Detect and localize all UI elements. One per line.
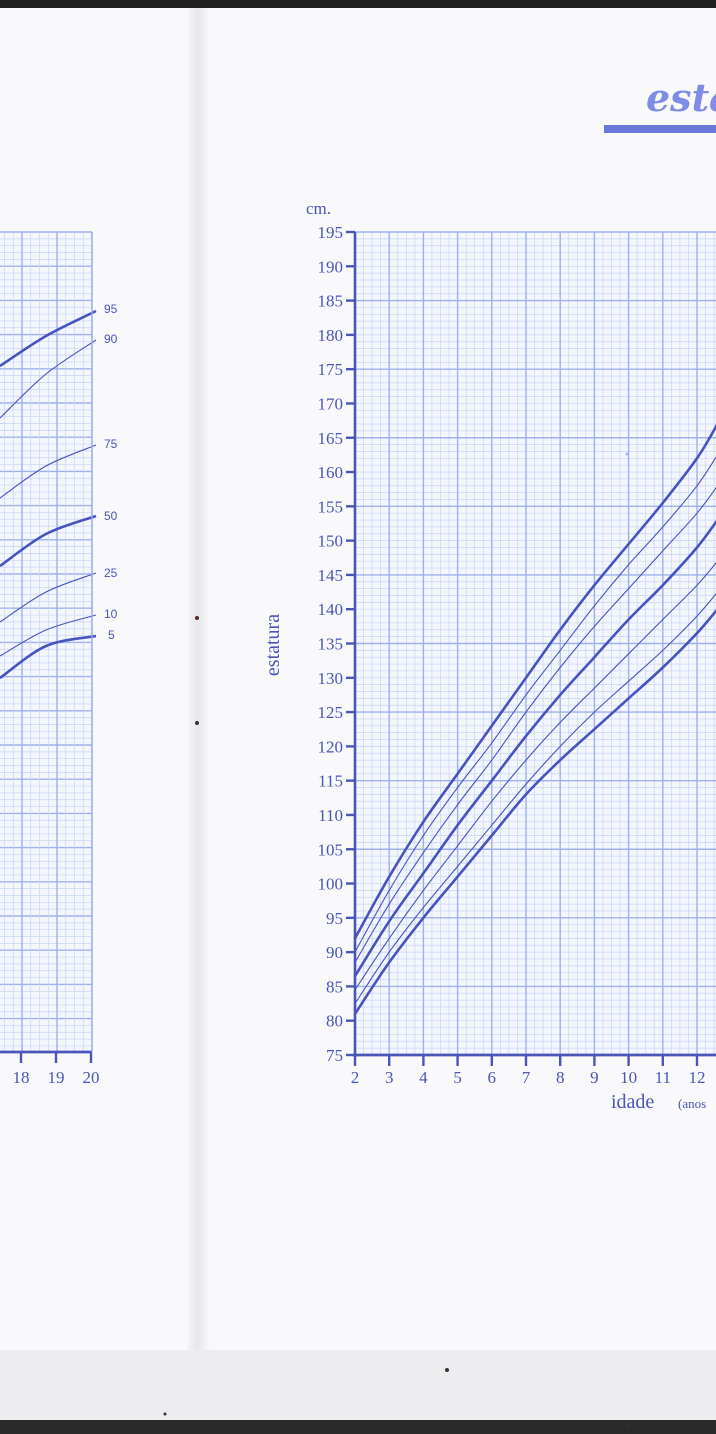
left-percentile-label-5: 5 — [108, 628, 115, 642]
percentile-curve-95 — [353, 423, 716, 940]
y-tick-label-150: 150 — [318, 532, 344, 551]
y-unit-label: cm. — [306, 199, 331, 218]
y-tick-label-180: 180 — [318, 326, 344, 345]
y-tick-label-165: 165 — [318, 429, 344, 448]
left-x-tick-label-19: 19 — [48, 1068, 65, 1087]
scan-specks — [163, 452, 629, 1428]
book-spine — [188, 8, 210, 1350]
left-x-tick-label-20: 20 — [83, 1068, 100, 1087]
y-tick-label-135: 135 — [318, 635, 344, 654]
x-tick-label-3: 3 — [385, 1068, 394, 1087]
main-chart: 7580859095100105110115120125130135140145… — [262, 199, 716, 1113]
x-tick-label-12: 12 — [689, 1068, 706, 1087]
percentile-curve-90 — [354, 456, 716, 953]
page-title: esta — [646, 75, 716, 120]
left-chart-x-tick-labels: 18 19 20 — [13, 1068, 100, 1087]
y-tick-label-155: 155 — [318, 497, 344, 516]
percentile-curve-25 — [354, 562, 716, 991]
percentile-curve-5 — [353, 608, 716, 1016]
left-curve-95 — [0, 309, 97, 368]
paper-bottom-edge — [0, 1350, 716, 1420]
x-tick-label-10: 10 — [620, 1068, 637, 1087]
x-tick-label-9: 9 — [590, 1068, 599, 1087]
left-chart: 95 90 75 50 25 10 5 18 19 20 — [0, 231, 118, 1087]
percentile-curve-75 — [354, 486, 716, 963]
left-percentile-label-10: 10 — [104, 607, 118, 621]
y-tick-label-80: 80 — [326, 1012, 343, 1031]
x-axis-title: idade — [611, 1091, 654, 1113]
y-tick-label-145: 145 — [318, 566, 344, 585]
y-tick-label-110: 110 — [318, 806, 343, 825]
y-tick-label-125: 125 — [318, 703, 344, 722]
left-percentile-label-25: 25 — [104, 566, 118, 580]
left-curve-25 — [0, 572, 97, 623]
y-tick-label-75: 75 — [326, 1046, 343, 1065]
y-tick-label-115: 115 — [318, 772, 343, 791]
y-tick-label-175: 175 — [318, 360, 344, 379]
y-tick-label-195: 195 — [318, 223, 344, 242]
left-chart-grid — [0, 231, 93, 1052]
x-tick-label-8: 8 — [556, 1068, 565, 1087]
y-tick-label-90: 90 — [326, 943, 343, 962]
grid-major — [354, 231, 716, 1056]
left-curve-50 — [0, 514, 97, 568]
left-chart-percentile-labels: 95 90 75 50 25 10 5 — [104, 302, 118, 642]
x-tick-label-2: 2 — [351, 1068, 360, 1087]
title-underline — [604, 125, 716, 133]
left-percentile-label-90: 90 — [104, 332, 118, 346]
y-tick-label-105: 105 — [318, 840, 344, 859]
percentile-curve-10 — [354, 593, 716, 1005]
y-tick-label-190: 190 — [318, 257, 344, 276]
percentile-curves — [353, 423, 716, 1016]
x-tick-label-5: 5 — [453, 1068, 462, 1087]
y-axis-title: estatura — [262, 614, 284, 676]
top-border — [0, 0, 716, 8]
left-chart-x-axis — [0, 232, 93, 1063]
left-percentile-label-50: 50 — [104, 509, 118, 523]
left-percentile-label-95: 95 — [104, 302, 118, 316]
y-tick-label-85: 85 — [326, 977, 343, 996]
left-curve-5 — [0, 634, 97, 680]
left-percentile-label-75: 75 — [104, 437, 118, 451]
y-tick-label-95: 95 — [326, 909, 343, 928]
y-tick-label-140: 140 — [318, 600, 344, 619]
percentile-curve-50 — [353, 519, 716, 978]
left-curve-75 — [0, 444, 97, 499]
left-x-tick-label-18: 18 — [13, 1068, 30, 1087]
y-tick-label-170: 170 — [318, 394, 344, 413]
left-chart-curves — [0, 309, 97, 680]
x-tick-label-6: 6 — [488, 1068, 497, 1087]
y-tick-label-100: 100 — [318, 875, 344, 894]
left-curve-90 — [0, 339, 97, 419]
y-tick-label-185: 185 — [318, 292, 344, 311]
x-axis-title-suffix: (anos — [678, 1096, 706, 1111]
x-tick-label-4: 4 — [419, 1068, 428, 1087]
y-tick-label-160: 160 — [318, 463, 344, 482]
y-tick-label-120: 120 — [318, 737, 344, 756]
x-axis: 2 3 4 5 6 7 8 9 10 11 12 — [351, 1053, 716, 1087]
y-tick-label-130: 130 — [318, 669, 344, 688]
x-tick-label-7: 7 — [522, 1068, 531, 1087]
left-curve-10 — [0, 614, 97, 657]
y-axis: 75 80 85 90 95 100 105 110 115 120 125 130 135 140 145… — [318, 223, 357, 1065]
x-tick-label-11: 11 — [655, 1068, 671, 1087]
